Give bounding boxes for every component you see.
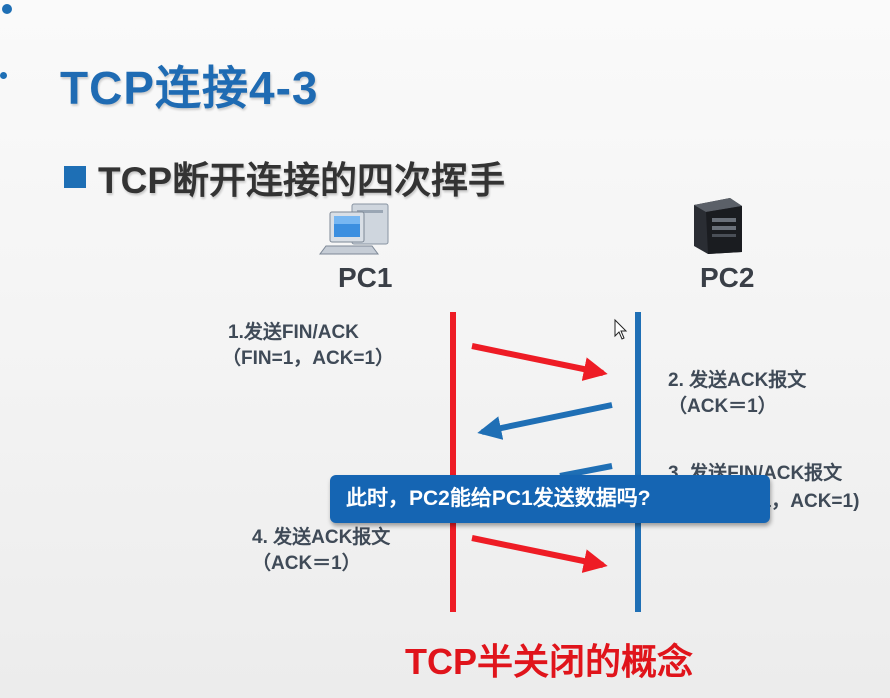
step2-detail: （ACK＝1） [668, 396, 777, 417]
pc1-label: PC1 [338, 262, 393, 293]
step2-label: 2. 发送ACK报文 [668, 370, 807, 391]
arrow-step1 [471, 343, 608, 381]
slide-subtitle: TCP断开连接的四次挥手 [98, 160, 505, 201]
step1-label: 1.发送FIN/ACK [228, 322, 359, 343]
arrow-step4 [471, 535, 608, 573]
step1-detail: （FIN=1，ACK=1） [222, 348, 395, 369]
subtitle-row: TCP断开连接的四次挥手 [64, 150, 505, 204]
pc2-label: PC2 [700, 262, 755, 293]
slide-title: TCP连接4-3 [60, 62, 319, 114]
question-popup: 此时，PC2能给PC1发送数据吗? [330, 475, 770, 523]
half-close-note: TCP半关闭的概念 [405, 641, 694, 682]
corner-dot-side [0, 72, 7, 79]
step4-label: 4. 发送ACK报文 [252, 527, 391, 548]
step4-detail: （ACK＝1） [252, 553, 361, 574]
corner-dot-top [2, 4, 12, 14]
square-bullet-icon [64, 166, 86, 188]
arrow-step2 [477, 402, 613, 440]
mouse-cursor-icon [614, 318, 628, 340]
